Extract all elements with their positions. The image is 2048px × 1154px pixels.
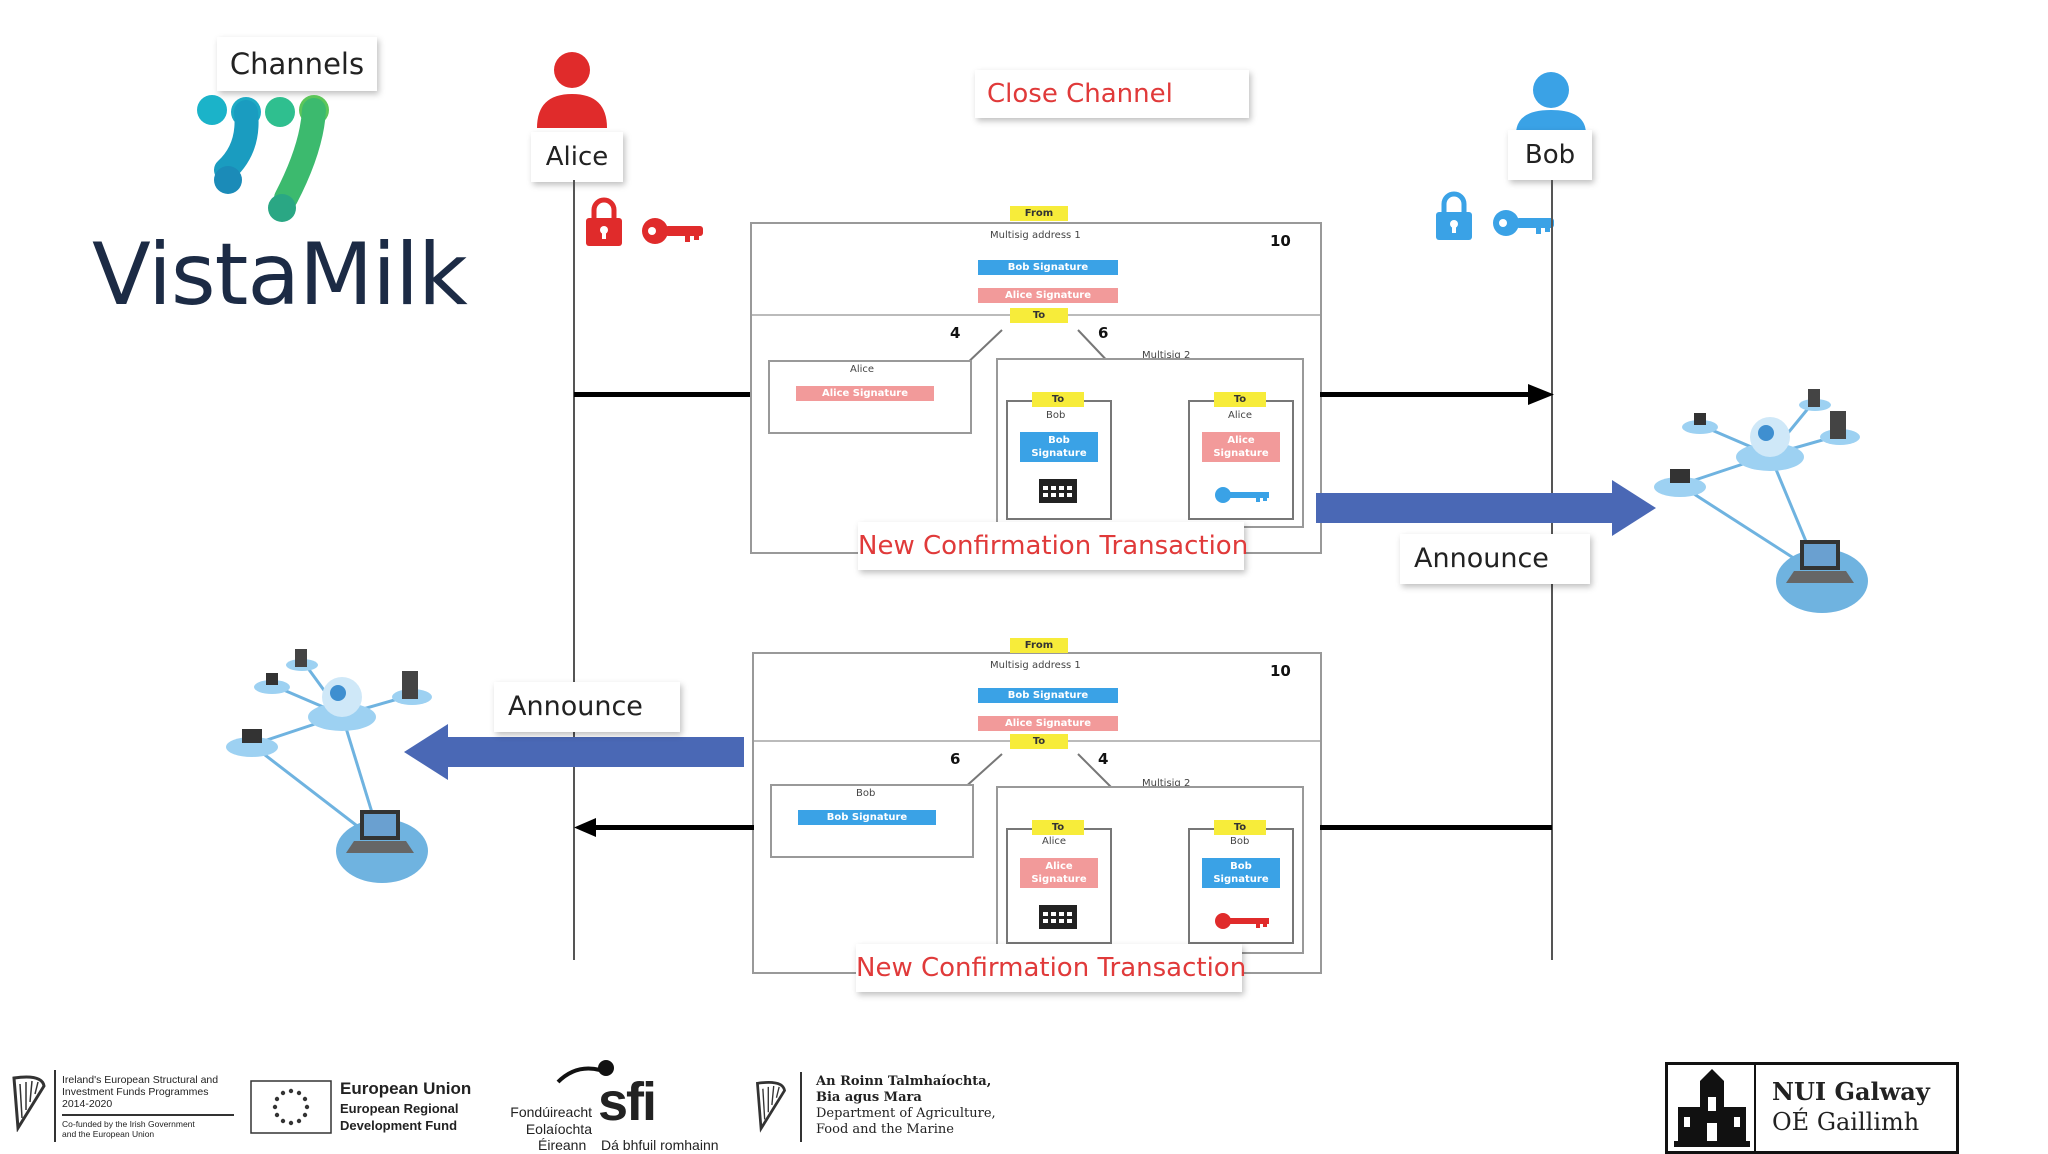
transaction-top: From Multisig address 1 10 Bob Signature…	[750, 206, 1322, 554]
transaction-bottom: From Multisig address 1 10 Bob Signature…	[752, 638, 1322, 974]
sfi-tagline: Dá bhfuil romhainn	[601, 1137, 719, 1153]
sfi-brand: sfi	[598, 1072, 657, 1132]
alice-signature-tag: Alice Signature	[978, 288, 1118, 303]
output-alice-box: Alice Alice Signature	[768, 360, 972, 434]
dept-text: An Roinn Talmhaíochta, Bia agus Mara Dep…	[816, 1074, 996, 1137]
lock-icon	[586, 197, 622, 246]
vistamilk-wordmark: VistaMilk	[92, 225, 468, 325]
output-amount-left: 6	[950, 750, 961, 768]
input-amount: 10	[1270, 662, 1291, 680]
close-channel-title: Close Channel	[975, 70, 1249, 118]
to-tag: To	[1010, 308, 1068, 323]
network-icon	[226, 649, 432, 883]
key-icon	[1215, 487, 1269, 503]
announce-label-left: Announce	[494, 682, 680, 732]
new-confirmation-label-bottom: New Confirmation Transaction	[856, 944, 1246, 992]
output-amount-right: 4	[1098, 750, 1109, 768]
timelock-icon	[1039, 479, 1077, 503]
network-icon	[1654, 389, 1868, 613]
input-amount: 10	[1270, 232, 1291, 250]
announce-label-right: Announce	[1400, 534, 1590, 584]
sfi-logo-icon	[556, 1060, 614, 1084]
multisig-address-label: Multisig address 1	[990, 230, 1081, 241]
output-amount-right: 6	[1098, 324, 1109, 342]
quadrangle-tower-icon	[1674, 1069, 1750, 1147]
to-tag: To	[1010, 734, 1068, 749]
timelock-icon	[1039, 905, 1077, 929]
from-tag: From	[1010, 638, 1068, 653]
new-confirmation-label-top: New Confirmation Transaction	[858, 522, 1248, 570]
alice-avatar-icon	[537, 52, 607, 128]
nui-galway-logo: NUI Galway OÉ Gaillimh	[1665, 1062, 1959, 1154]
multisig-2-label: Multisig 2	[1142, 350, 1191, 361]
arrow-tx-to-alice	[574, 818, 754, 837]
bob-signature-tag: Bob Signature	[978, 688, 1118, 703]
alice-timeline	[573, 180, 575, 960]
harp-icon	[755, 1081, 786, 1133]
from-tag: From	[1010, 206, 1068, 221]
arrow-tx-to-bob	[1320, 384, 1554, 405]
announce-arrow-right	[1316, 480, 1656, 536]
bob-label: Bob	[1508, 130, 1592, 180]
multisig-address-label: Multisig address 1	[990, 660, 1081, 671]
key-icon	[1215, 913, 1269, 929]
bob-avatar-icon	[1516, 72, 1586, 134]
arrow-alice-to-tx	[574, 392, 750, 397]
bob-signature-tag: Bob Signature	[978, 260, 1118, 275]
vistamilk-logo-icon	[197, 95, 329, 222]
eu-text: European Union European Regional Develop…	[340, 1079, 472, 1133]
eu-flag-icon	[250, 1080, 332, 1134]
key-icon	[1493, 210, 1554, 236]
alice-label: Alice	[531, 132, 623, 182]
harp-icon	[12, 1075, 46, 1132]
channels-label: Channels	[217, 37, 377, 91]
lock-icon	[1436, 191, 1472, 240]
announce-arrow-left	[404, 724, 744, 780]
key-icon	[642, 218, 703, 244]
arrow-bob-to-tx	[1320, 825, 1552, 830]
output-amount-left: 4	[950, 324, 961, 342]
alice-signature-tag: Alice Signature	[978, 716, 1118, 731]
multisig-2-label: Multisig 2	[1142, 778, 1191, 789]
output-bob-box: Bob Bob Signature	[770, 784, 974, 858]
sfi-eireann: Éireann	[538, 1137, 587, 1153]
